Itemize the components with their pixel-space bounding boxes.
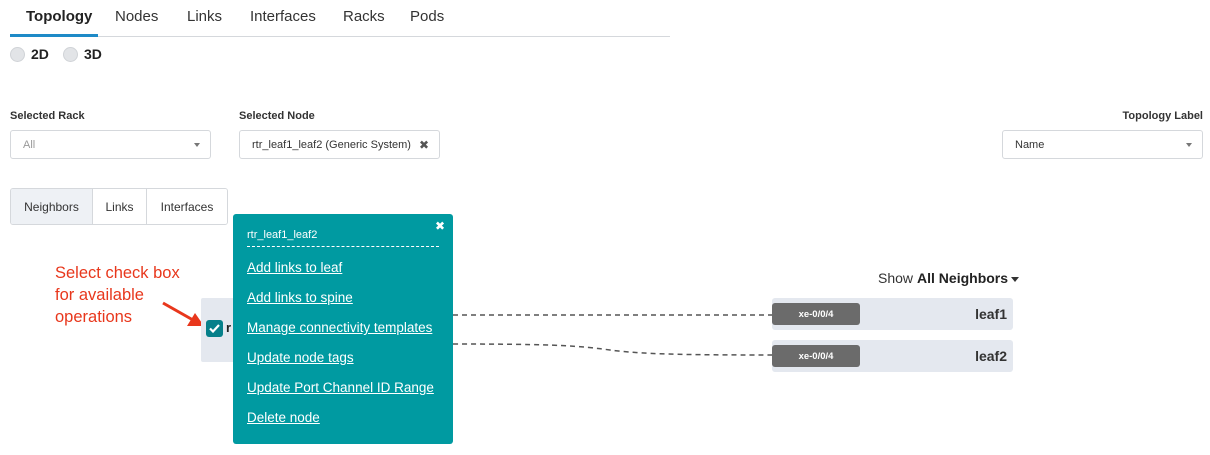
neighbor-name: leaf1 <box>975 306 1007 322</box>
node-operations-popover: ✖ rtr_leaf1_leaf2 Add links to leaf Add … <box>233 214 453 444</box>
subtab-interfaces[interactable]: Interfaces <box>147 189 227 224</box>
annotation-line: operations <box>55 308 133 326</box>
radio-3d-label: 3D <box>84 46 102 62</box>
radio-3d-dot[interactable] <box>63 46 78 62</box>
selected-node-select[interactable]: rtr_leaf1_leaf2 (Generic System) ✖ <box>239 130 440 159</box>
radio-2d-label: 2D <box>31 46 49 62</box>
neighbor-node-leaf1[interactable]: xe-0/0/4 leaf1 <box>772 298 1013 330</box>
annotation-line: Select check box <box>55 264 180 282</box>
chevron-down-icon <box>194 143 200 147</box>
tab-pods[interactable]: Pods <box>410 8 445 25</box>
annotation-arrow-icon <box>162 301 204 326</box>
selected-rack-label: Selected Rack <box>10 110 85 122</box>
add-links-to-spine-link[interactable]: Add links to spine <box>247 290 353 305</box>
main-tabs: Topology Nodes Links Interfaces Racks Po… <box>10 0 670 37</box>
link-leaf2 <box>452 343 774 356</box>
selected-rack-select[interactable]: All <box>10 130 211 159</box>
tab-topology[interactable]: Topology <box>26 8 93 25</box>
close-icon[interactable]: ✖ <box>434 219 445 233</box>
annotation-callout: Select check box for available operation… <box>55 262 205 328</box>
chevron-down-icon <box>1011 276 1020 282</box>
check-icon <box>209 324 220 333</box>
detail-tabs: Neighbors Links Interfaces <box>10 188 228 225</box>
node-checkbox[interactable] <box>206 320 223 337</box>
radio-3d[interactable]: 3D <box>63 46 102 62</box>
topology-label-label: Topology Label <box>1122 110 1203 122</box>
tab-nodes[interactable]: Nodes <box>115 8 159 25</box>
topology-label-select[interactable]: Name <box>1002 130 1203 159</box>
node-name: r <box>226 320 232 335</box>
subtab-neighbors[interactable]: Neighbors <box>11 189 93 224</box>
popover-title: rtr_leaf1_leaf2 <box>247 229 439 247</box>
show-value: All Neighbors <box>917 270 1009 286</box>
add-links-to-leaf-link[interactable]: Add links to leaf <box>247 260 343 275</box>
chevron-down-icon <box>1186 143 1192 147</box>
port-badge: xe-0/0/4 <box>772 345 860 367</box>
neighbor-name: leaf2 <box>975 348 1007 364</box>
manage-connectivity-templates-link[interactable]: Manage connectivity templates <box>247 320 433 335</box>
update-node-tags-link[interactable]: Update node tags <box>247 350 354 365</box>
subtab-links[interactable]: Links <box>93 189 147 224</box>
tab-racks[interactable]: Racks <box>343 8 385 25</box>
port-badge: xe-0/0/4 <box>772 303 860 325</box>
topology-label-value: Name <box>1015 138 1045 151</box>
selected-node-value: rtr_leaf1_leaf2 (Generic System) <box>252 138 411 151</box>
delete-node-link[interactable]: Delete node <box>247 410 320 425</box>
tab-interfaces[interactable]: Interfaces <box>250 8 316 25</box>
annotation-line: for available <box>55 286 144 304</box>
selected-rack-placeholder: All <box>23 138 36 151</box>
radio-2d-dot[interactable] <box>10 46 25 62</box>
show-neighbors-dropdown[interactable]: Show All Neighbors <box>878 270 1020 286</box>
neighbor-node-leaf2[interactable]: xe-0/0/4 leaf2 <box>772 340 1013 372</box>
operations-menu: Add links to leaf Add links to spine Man… <box>247 260 434 440</box>
tab-links[interactable]: Links <box>187 8 223 25</box>
clear-icon[interactable]: ✖ <box>418 138 429 152</box>
update-port-channel-id-range-link[interactable]: Update Port Channel ID Range <box>247 380 434 395</box>
active-tab-indicator <box>10 34 98 37</box>
radio-2d[interactable]: 2D <box>10 46 49 62</box>
show-prefix: Show <box>878 270 914 286</box>
selected-node-label: Selected Node <box>239 110 315 122</box>
